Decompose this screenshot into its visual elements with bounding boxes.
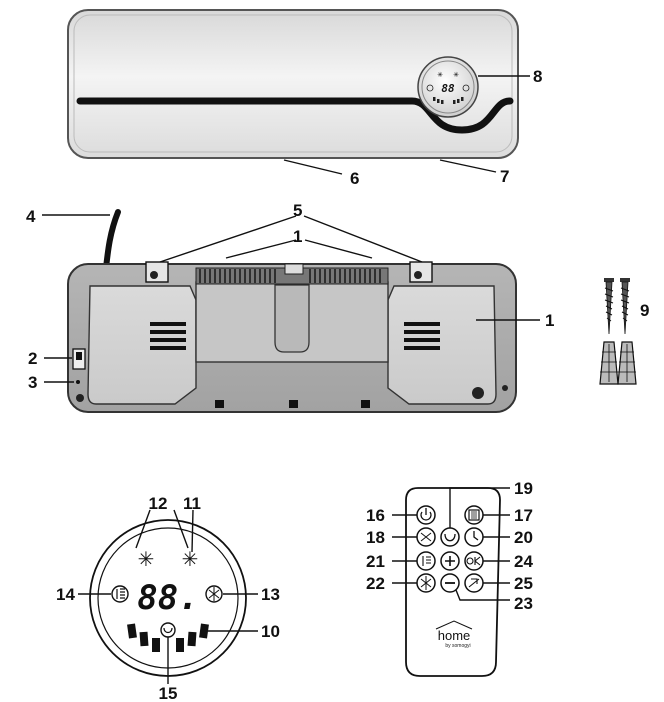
callout-4: 4 xyxy=(26,207,36,226)
callout-1: 1 xyxy=(293,227,302,246)
wall-plug-icon xyxy=(599,341,619,385)
rear-foot xyxy=(215,400,224,408)
heater-front-body xyxy=(67,9,519,159)
right-vent xyxy=(404,322,440,350)
mini-fan-icon xyxy=(462,84,470,92)
sun-icon: ✳ xyxy=(182,549,199,571)
mini-level-bars xyxy=(433,97,464,104)
fan-icon xyxy=(205,585,223,603)
callout-20: 20 xyxy=(514,528,533,547)
callout-23: 23 xyxy=(514,594,533,613)
rear-left-panel xyxy=(87,285,197,405)
screw-icon xyxy=(604,278,614,335)
callout-13: 13 xyxy=(261,585,280,604)
rear-right-panel xyxy=(387,285,497,405)
rear-foot xyxy=(289,400,298,408)
callout-11: 11 xyxy=(183,494,201,513)
mini-sun-icon: ✳ xyxy=(453,71,459,79)
mounting-kit: 9 xyxy=(599,278,649,385)
callout-5: 5 xyxy=(293,201,302,220)
callout-24: 24 xyxy=(514,552,533,571)
heat-level-icon xyxy=(111,585,129,603)
oscillation-icon[interactable] xyxy=(440,527,460,547)
remote-buttons xyxy=(416,505,484,593)
mini-heat-icon xyxy=(426,84,434,92)
control-panel-detail: ✳ ✳ 88. 12 11 14 13 xyxy=(56,494,280,702)
wall-plug-icon xyxy=(617,341,637,385)
timer-icon[interactable] xyxy=(464,527,484,547)
callout-25: 25 xyxy=(514,574,533,593)
fan-icon[interactable] xyxy=(416,527,436,547)
callout-19: 19 xyxy=(514,479,533,498)
callout-2: 2 xyxy=(28,349,37,368)
callout-7: 7 xyxy=(500,167,509,186)
minus-icon[interactable] xyxy=(440,573,460,593)
callout-22: 22 xyxy=(366,574,385,593)
power-cord xyxy=(103,209,121,271)
remote-tagline: by somogyi xyxy=(445,643,470,649)
heat-level-icon[interactable] xyxy=(416,551,436,571)
front-control-panel: ✳ ✳ 88 xyxy=(417,56,479,118)
display-icon[interactable] xyxy=(464,505,484,525)
left-vent xyxy=(150,322,186,350)
remote-logo: home by somogyi xyxy=(435,620,473,649)
remote-control: home by somogyi 16 18 21 22 19 17 20 24 … xyxy=(366,479,533,677)
hanger-left xyxy=(145,261,169,283)
plus-icon[interactable] xyxy=(440,551,460,571)
screw-icon xyxy=(620,278,630,335)
callout-18: 18 xyxy=(366,528,385,547)
callout-3: 3 xyxy=(28,373,37,392)
remote-brand: home xyxy=(438,628,471,643)
oscillation-icon xyxy=(160,622,176,638)
power-icon[interactable] xyxy=(416,505,436,525)
hanger-right xyxy=(409,261,433,283)
heater-front-view: ✳ ✳ 88 8 6 7 xyxy=(67,9,542,188)
heater-rear-view: 4 5 1 1 2 3 xyxy=(26,201,554,413)
mounting-bracket xyxy=(274,284,310,353)
mini-sun-icon: ✳ xyxy=(437,71,443,79)
callout-15: 15 xyxy=(159,684,178,702)
callout-6: 6 xyxy=(350,169,359,188)
callout-16: 16 xyxy=(366,506,385,525)
fan-mode-icon[interactable] xyxy=(416,573,436,593)
mini-display: 88 xyxy=(441,82,455,95)
callout-14: 14 xyxy=(56,585,75,604)
eco-icon[interactable] xyxy=(464,573,484,593)
callout-1: 1 xyxy=(545,311,554,330)
callout-8: 8 xyxy=(533,67,542,86)
callout-9: 9 xyxy=(640,301,649,320)
rear-foot xyxy=(361,400,370,408)
sun-icon: ✳ xyxy=(138,549,155,571)
grille-slats xyxy=(199,269,381,283)
ok-icon[interactable] xyxy=(464,551,484,571)
callout-12: 12 xyxy=(149,494,168,513)
callout-10: 10 xyxy=(261,622,280,641)
reset-hole xyxy=(76,380,80,384)
callout-17: 17 xyxy=(514,506,533,525)
panel-display: 88. xyxy=(137,578,198,618)
callout-21: 21 xyxy=(366,552,385,571)
front-groove xyxy=(76,97,514,134)
level-bars xyxy=(127,623,209,652)
